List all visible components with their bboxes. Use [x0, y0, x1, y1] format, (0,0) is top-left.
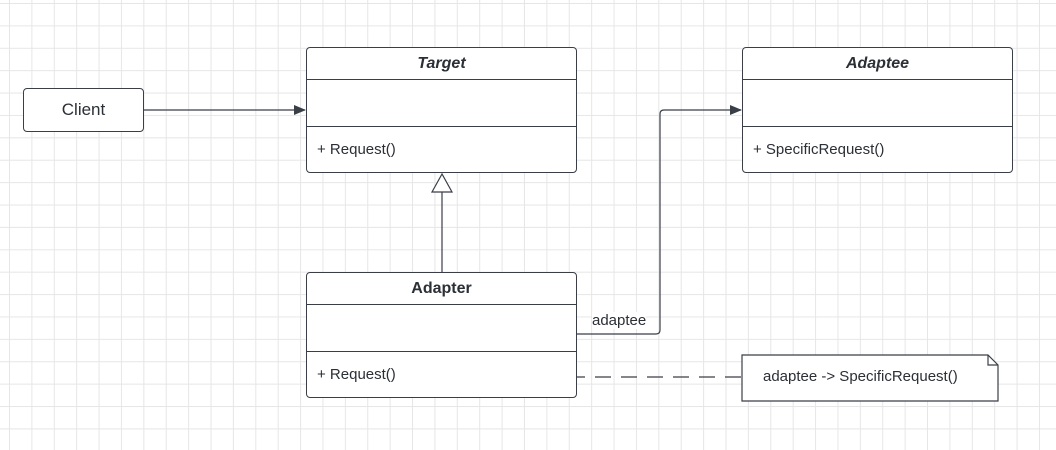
adaptee-attributes-section: [743, 80, 1012, 127]
note-fold-corner: [987, 355, 998, 366]
adaptee-class[interactable]: Adaptee + SpecificRequest(): [742, 47, 1013, 173]
adapter-class[interactable]: Adapter + Request(): [306, 272, 577, 398]
client-box[interactable]: Client: [23, 88, 144, 132]
adaptee-method-specific-request: + SpecificRequest(): [753, 141, 885, 158]
adapter-class-name: Adapter: [307, 273, 576, 305]
target-method-request: + Request(): [317, 141, 396, 158]
adaptee-methods-section: + SpecificRequest(): [743, 127, 1012, 172]
target-class[interactable]: Target + Request(): [306, 47, 577, 173]
adapter-methods-section: + Request(): [307, 352, 576, 397]
target-attributes-section: [307, 80, 576, 127]
target-methods-section: + Request(): [307, 127, 576, 172]
adaptee-class-name: Adaptee: [743, 48, 1012, 80]
note-shape: [741, 354, 999, 402]
inheritance-triangle-icon: [430, 172, 454, 193]
association-label-adaptee: adaptee: [592, 312, 647, 329]
target-class-name: Target: [307, 48, 576, 80]
adapter-method-request: + Request(): [317, 366, 396, 383]
note-text[interactable]: adaptee -> SpecificRequest(): [763, 368, 958, 385]
adapter-to-adaptee-arrow: [577, 105, 742, 335]
client-label: Client: [61, 100, 106, 119]
adapter-attributes-section: [307, 305, 576, 352]
